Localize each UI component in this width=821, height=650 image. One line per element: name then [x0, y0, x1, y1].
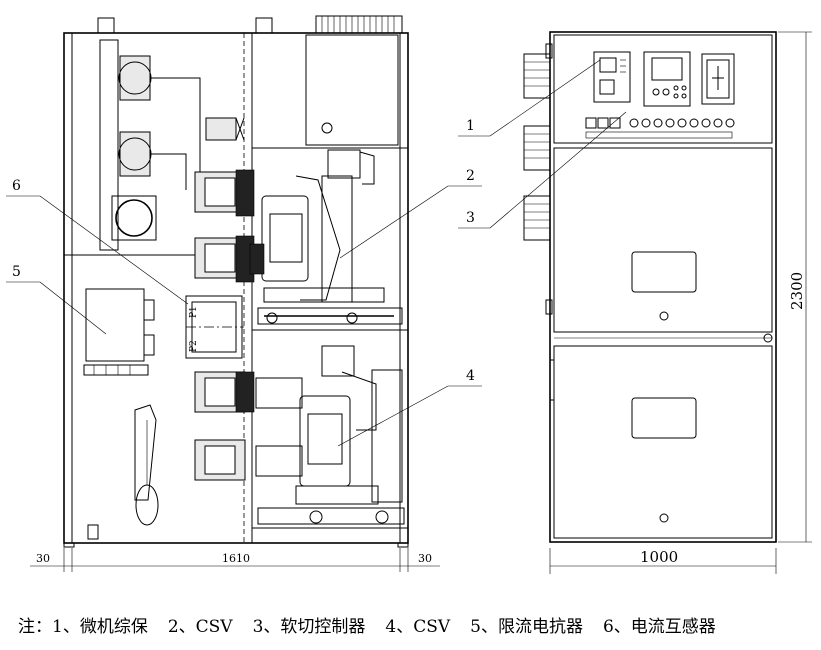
callout-6: 6 [12, 178, 21, 194]
callout-3: 3 [466, 210, 475, 226]
legend-item: 6、电流互感器 [602, 617, 716, 637]
dim-overall-width: 1610 [222, 552, 250, 565]
soft-start-controller [643, 51, 691, 107]
front-dimensions: 1000 2300 [549, 31, 812, 574]
legend-prefix: 注： [18, 617, 52, 637]
switch-panel [701, 53, 735, 105]
legend-item: 5、限流电抗器 [470, 617, 583, 637]
dim-right-margin: 30 [418, 552, 432, 565]
upper-breaker [249, 149, 403, 325]
busbar-insulators [99, 39, 245, 251]
switchgear-drawing: P1 P2 [6, 15, 812, 574]
dim-height: 2300 [788, 272, 806, 310]
ct-mark-p1: P1 [189, 306, 199, 318]
upper-contacts [194, 169, 255, 283]
lower-breaker [255, 345, 405, 525]
callout-1: 1 [466, 118, 475, 134]
earthing-fuse [87, 404, 159, 540]
callouts: 6 5 2 4 1 3 [6, 59, 627, 447]
callout-4: 4 [466, 368, 475, 384]
side-view: P1 P2 [63, 15, 409, 548]
legend-item: 4、CSV [385, 617, 451, 637]
current-transformer: P1 P2 [185, 295, 244, 359]
legend-item: 3、软切控制器 [252, 617, 366, 637]
parts-legend: 注：1、微机综保 2、CSV 3、软切控制器 4、CSV 5、限流电抗器 6、电流互感器 [18, 612, 808, 642]
callout-5: 5 [12, 264, 21, 280]
side-dimensions: 30 1610 30 [30, 548, 440, 572]
dim-front-width: 1000 [640, 548, 678, 566]
current-limiting-reactor [83, 288, 155, 376]
indicator-row [585, 117, 735, 139]
legend-item: 2、CSV [167, 617, 233, 637]
side-fins [523, 53, 551, 241]
ct-mark-p2: P2 [189, 340, 199, 352]
relay-protection-unit [593, 51, 631, 103]
callout-2: 2 [466, 168, 475, 184]
lower-contacts [194, 371, 255, 481]
dim-left-margin: 30 [36, 552, 50, 565]
front-view [523, 31, 777, 543]
legend-item: 1、微机综保 [52, 617, 148, 637]
